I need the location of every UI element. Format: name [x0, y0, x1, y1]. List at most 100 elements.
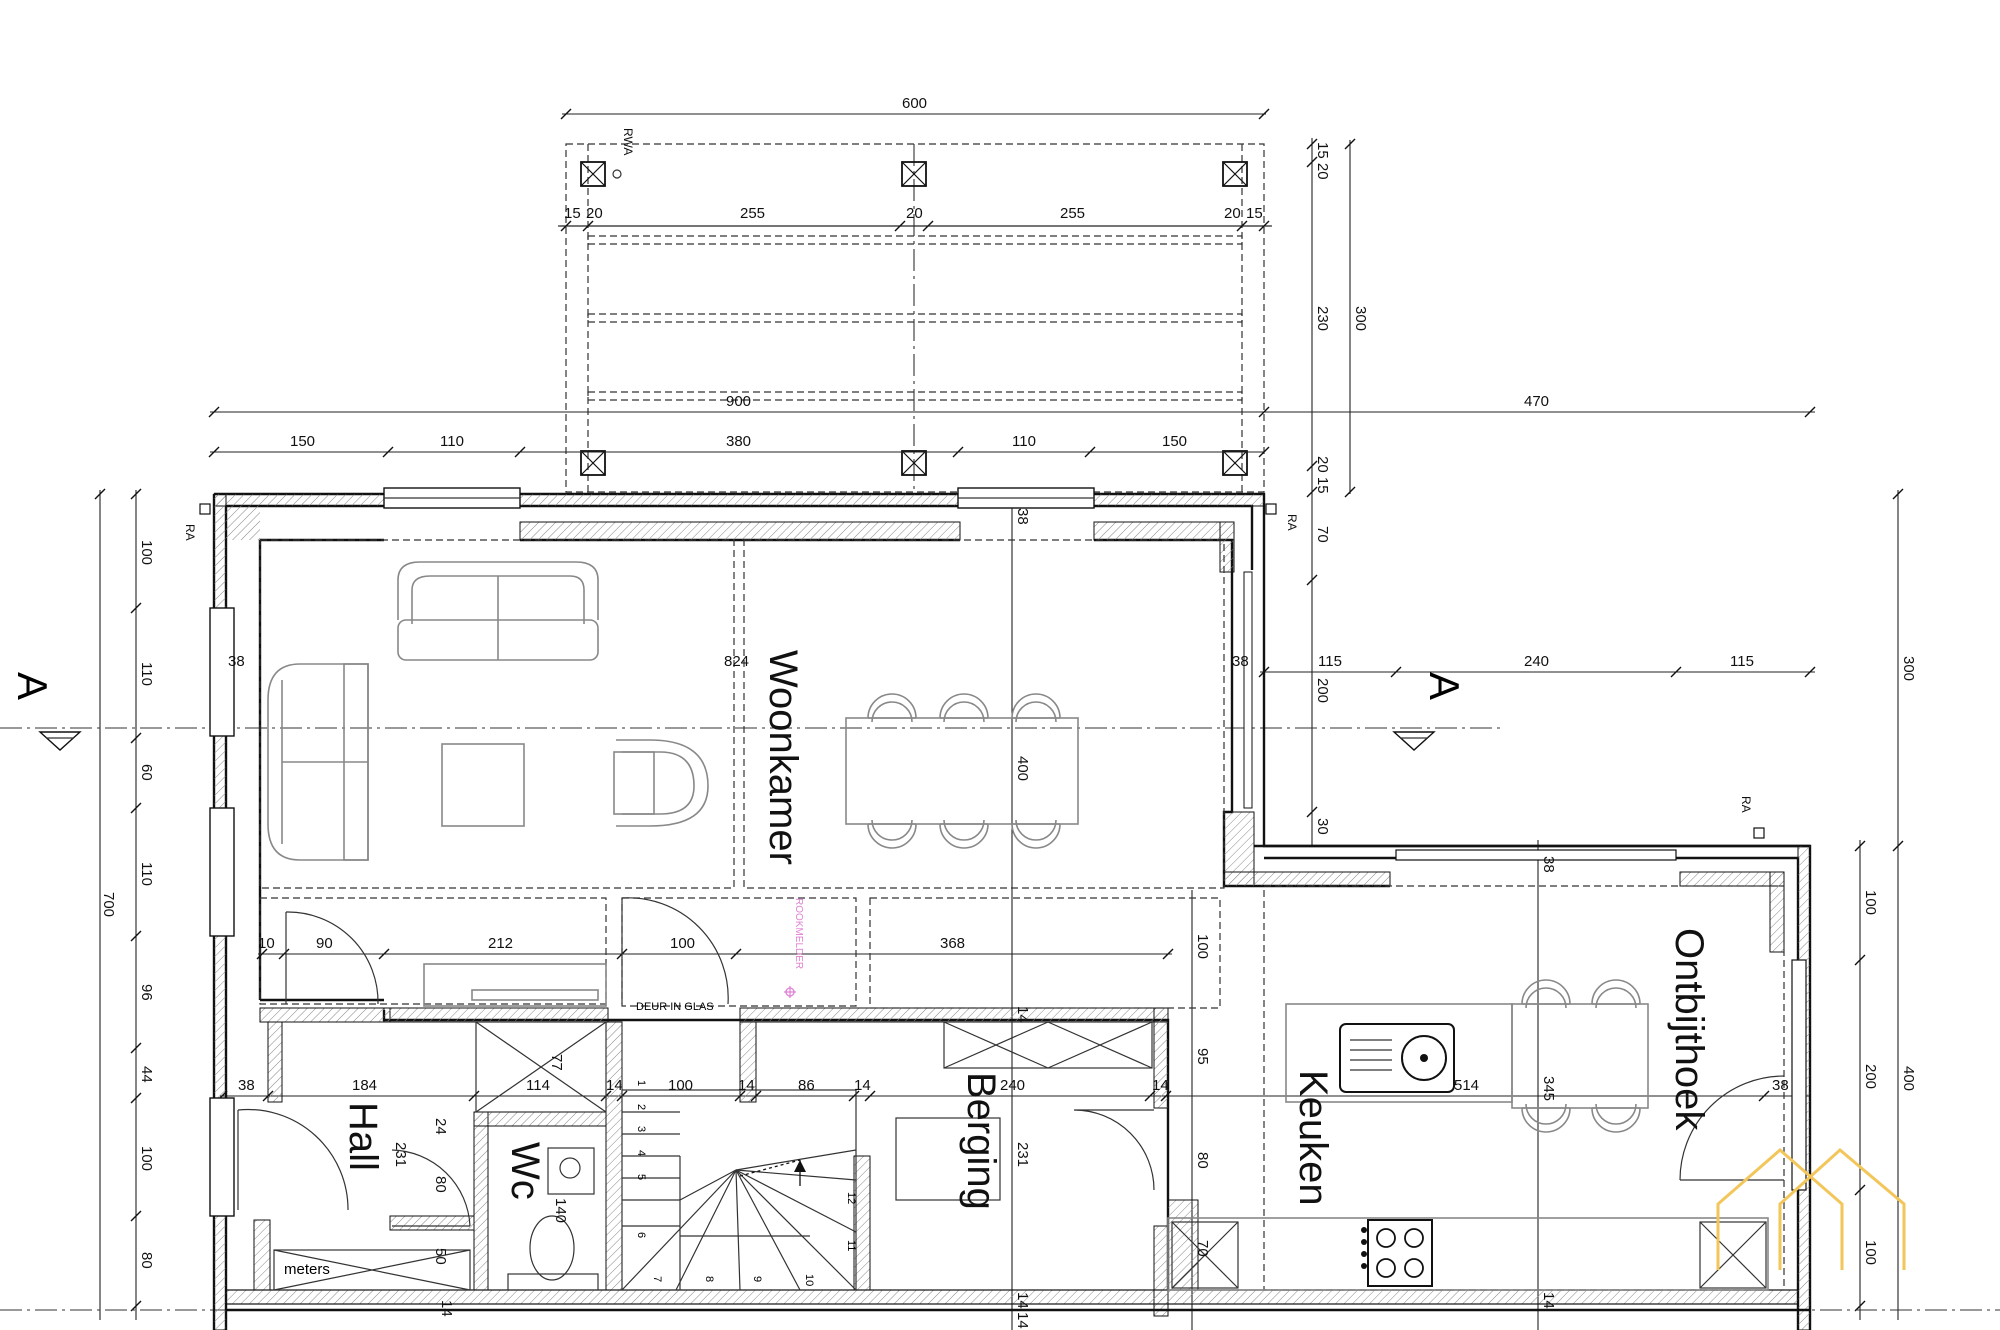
dim-left-110a: 110 — [138, 662, 155, 686]
dim-top-20c: 20 — [1224, 205, 1241, 222]
room-woonkamer: Woonkamer — [761, 650, 805, 865]
dim-mid-100v: 100 — [1194, 934, 1211, 959]
deur-in-glas-label: DEUR IN GLAS — [636, 1001, 714, 1013]
dim-living-400: 400 — [1014, 756, 1031, 781]
doors — [237, 897, 1785, 1227]
stair-step-12: 12 — [845, 1192, 857, 1204]
dim-right-30: 30 — [1314, 818, 1331, 835]
dim-top-255b: 255 — [1060, 205, 1085, 222]
ra-label-3: RA — [1739, 796, 1753, 813]
smoke-detector-icon — [784, 986, 796, 998]
dim-left-96: 96 — [138, 984, 155, 1001]
stair-step-6: 6 — [635, 1232, 647, 1238]
dim-v-140: 140 — [552, 1198, 569, 1223]
sink-icon — [1339, 1023, 1455, 1093]
section-marker-left — [38, 731, 82, 751]
cooktop-icon — [1361, 1219, 1433, 1287]
ra-label-1: RA — [183, 524, 197, 541]
dim-left-44: 44 — [138, 1066, 155, 1083]
dim-v-24: 24 — [432, 1118, 449, 1135]
rwa-label: RWA — [621, 128, 635, 155]
stair-step-4: 4 — [635, 1150, 647, 1156]
dim-canopy-1520: 15 20 — [1314, 142, 1331, 180]
dim-canopy-2015: 20 15 — [1314, 456, 1331, 494]
dim-row2-14d: 14 — [1152, 1077, 1169, 1094]
dim-row2-114: 114 — [526, 1077, 550, 1094]
dim-row2-345: 345 — [1540, 1076, 1557, 1101]
room-keuken: Keuken — [1291, 1070, 1335, 1206]
stair-step-3: 3 — [635, 1126, 647, 1132]
dim-canopy-230: 230 — [1314, 306, 1331, 331]
dim-110b: 110 — [1012, 433, 1036, 450]
stair-step-11: 11 — [845, 1240, 857, 1251]
dim-wall-38e: 38 — [238, 1077, 255, 1094]
dim-470: 470 — [1524, 393, 1549, 410]
dim-row2-14a: 14 — [606, 1077, 623, 1094]
stair-step-2: 2 — [635, 1104, 647, 1110]
dim-wall-38b: 38 — [1232, 653, 1249, 670]
dim-v-14top: 14 — [1014, 1006, 1031, 1023]
dim-left-100a: 100 — [138, 540, 155, 565]
dim-v-231a: 231 — [392, 1142, 409, 1167]
stair-step-7: 7 — [651, 1276, 663, 1282]
dim-mid-80v: 80 — [1194, 1152, 1211, 1169]
dim-top-15b: 15 — [1246, 205, 1263, 222]
dim-bot-14a: 14 — [1014, 1292, 1031, 1309]
dim-far-100b: 100 — [1862, 1240, 1879, 1265]
dim-top-20a: 20 — [586, 205, 603, 222]
dim-row2-14c: 14 — [854, 1077, 871, 1094]
dim-wall-38a: 38 — [228, 653, 245, 670]
dim-v-77: 77 — [548, 1054, 565, 1071]
walls — [209, 487, 1812, 1330]
ra-label-2: RA — [1285, 514, 1299, 531]
dim-mid-90: 90 — [316, 935, 333, 952]
room-wc: Wc — [503, 1142, 547, 1200]
dim-far-200: 200 — [1862, 1064, 1879, 1089]
dim-mid-212: 212 — [488, 935, 513, 952]
dim-bot-14d: 14 — [1014, 1312, 1031, 1329]
dim-far-300: 300 — [1900, 656, 1917, 681]
dim-top-20b: 20 — [906, 205, 923, 222]
stair-step-10: 10 — [803, 1274, 815, 1286]
dim-150a: 150 — [290, 433, 315, 450]
room-hall: Hall — [341, 1102, 385, 1171]
dim-mid-95: 95 — [1194, 1048, 1211, 1065]
dim-v-231b: 231 — [1014, 1142, 1031, 1167]
dim-wall-38f: 38 — [1772, 1077, 1789, 1094]
section-label-right: A — [1421, 672, 1468, 700]
dim-living-824: 824 — [724, 653, 749, 670]
dim-row2-514: 514 — [1454, 1077, 1479, 1094]
dim-top-15a: 15 — [564, 205, 581, 222]
dim-v-50: 50 — [432, 1248, 449, 1265]
dim-row2-184: 184 — [352, 1077, 377, 1094]
stair-step-8: 8 — [703, 1276, 715, 1282]
dim-row2-240: 240 — [1000, 1077, 1025, 1094]
dim-right-200: 200 — [1314, 678, 1331, 703]
dim-row2-86: 86 — [798, 1077, 815, 1094]
room-boundaries — [259, 539, 1785, 1291]
dim-wall-38d: 38 — [1540, 856, 1557, 873]
dim-top-255a: 255 — [740, 205, 765, 222]
dim-150b: 150 — [1162, 433, 1187, 450]
dim-wall-38c: 38 — [1014, 508, 1031, 525]
dim-left-100b: 100 — [138, 1146, 155, 1171]
stair-step-1: 1 — [635, 1080, 647, 1086]
dim-left-80: 80 — [138, 1252, 155, 1269]
section-label-left: A — [9, 672, 56, 700]
dim-right-240: 240 — [1524, 653, 1549, 670]
stair-step-5: 5 — [635, 1174, 647, 1180]
dim-mid-10: 10 — [258, 935, 275, 952]
dim-mid-100: 100 — [670, 935, 695, 952]
dim-right-115b: 115 — [1730, 653, 1754, 670]
dim-110a: 110 — [440, 433, 464, 450]
dim-top-600: 600 — [902, 95, 927, 112]
dim-900: 900 — [726, 393, 751, 410]
meters-label: meters — [284, 1261, 330, 1278]
rookmelder-label: ROOKMELDER — [793, 898, 804, 969]
dim-right-115a: 115 — [1318, 653, 1342, 670]
dim-mid-70v: 70 — [1194, 1240, 1211, 1257]
room-berging: Berging — [959, 1072, 1003, 1210]
furniture — [267, 561, 1769, 1291]
section-marker-right — [1392, 731, 1436, 751]
dim-380: 380 — [726, 433, 751, 450]
